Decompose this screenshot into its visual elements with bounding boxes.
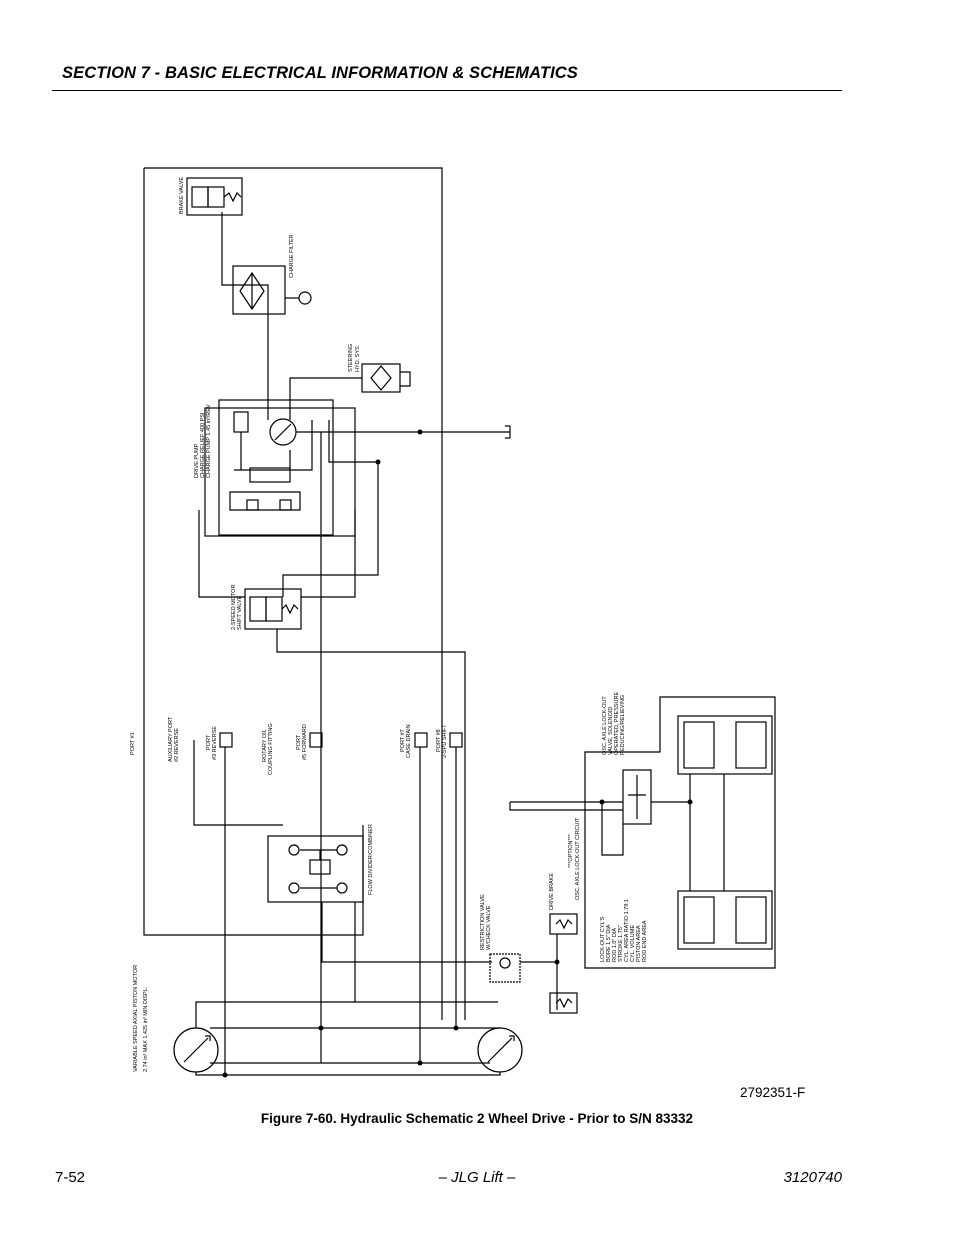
optional-circuit-border: [584, 696, 776, 969]
label-two-speed-1: 2-SPEED MOTOR: [231, 585, 237, 630]
label-charge-filter: CHARGE FILTER: [289, 234, 295, 278]
label-steering-1: STEERING: [348, 344, 354, 372]
label-rotary-1: ROTARY OIL: [262, 729, 268, 762]
drive-brake-lower: [549, 992, 578, 1014]
label-two-speed-2: SHIFT VALVE: [237, 595, 243, 630]
port-8: [449, 732, 463, 748]
footer-brand: – JLG Lift –: [438, 1169, 516, 1186]
document-number: 3120740: [783, 1169, 842, 1186]
page-number: 7-52: [55, 1169, 86, 1186]
label-drive-pump-2: CHARGE RELIEF 400 PSI: [200, 412, 206, 478]
lockout-valve: [622, 769, 652, 825]
label-drive-pump-3: CHARGE PUMP 1.45 in³/REV: [206, 404, 212, 478]
flow-divider: [267, 835, 364, 903]
label-steering-2: HYD. SYS.: [355, 344, 361, 372]
label-lockout-cyl-3: ROD 1.0" DIA: [612, 928, 618, 962]
two-speed-shift-valve: [244, 588, 302, 630]
label-port-1: PORT #1: [130, 732, 136, 755]
label-drive-pump-1: DRIVE PUMP: [194, 443, 200, 478]
label-lockout-4: REDUCING/RELIEVING: [620, 695, 626, 755]
label-lockout-cyl-5: CYL. AREA RATIO 1.79:1: [624, 899, 630, 962]
section-title: SECTION 7 - BASIC ELECTRICAL INFORMATION…: [62, 64, 578, 82]
label-option-2: OSC. AXLE LOCK-OUT CIRCUIT: [575, 817, 581, 900]
label-port-5-1: PORT: [296, 734, 302, 750]
label-lockout-cyl-7: PISTON AREA: [636, 925, 642, 962]
lockout-cylinder-upper: [677, 715, 773, 775]
label-port-7-1: PORT #7: [400, 729, 406, 752]
label-lockout-3: OPERATED, PRESSURE: [614, 692, 620, 755]
pressure-gauge: [298, 291, 312, 305]
label-flow-divider: FLOW DIVIDER/COMBINER: [368, 824, 374, 895]
drawing-number: 2792351-F: [740, 1085, 806, 1100]
label-port-3-1: PORT: [206, 734, 212, 750]
label-brake-valve: BRAKE VALVE: [179, 177, 185, 214]
label-drive-brake: DRIVE BRAKE: [549, 873, 555, 910]
charge-filter: [232, 265, 286, 315]
port-7: [414, 732, 428, 748]
port-5: [309, 732, 323, 748]
label-lockout-2: VALVE, SOLENOID: [608, 707, 614, 755]
header-rule: [52, 90, 842, 91]
label-lockout-cyl-8: ROD END AREA: [642, 920, 648, 962]
lockout-cylinder-lower: [677, 890, 773, 950]
label-lockout-cyl-1: LOCK-OUT CYL'S: [600, 916, 606, 962]
brake-return-line: [221, 212, 257, 286]
drive-brake-upper: [549, 913, 578, 935]
label-restriction-1: RESTRICTION VALVE: [480, 894, 486, 950]
port-3: [219, 732, 233, 748]
label-aux-port-2: #2 REVERSE: [174, 728, 180, 762]
label-port-3-2: #3 REVERSE: [212, 726, 218, 760]
label-option-1: ***OPTION***: [568, 833, 574, 868]
brake-valve: [186, 177, 243, 216]
steering-hyd-sys: [361, 363, 401, 393]
label-motor-1: VARIABLE SPEED AXIAL PISTON MOTOR: [133, 965, 139, 1072]
main-loop-line: [144, 167, 443, 1020]
drive-pump-box: [218, 399, 334, 536]
label-port-8-1: PORT #8: [436, 729, 442, 752]
label-port-5-2: #5 FORWARD: [302, 724, 308, 760]
restriction-valve: [489, 953, 521, 983]
label-lockout-cyl-2: BORE 1.5" DIA: [606, 924, 612, 962]
drive-loop-line: [198, 510, 245, 598]
label-rotary-2: COUPLING FITTING: [268, 723, 274, 775]
left-loop-line: [143, 168, 364, 936]
label-port-7-2: CASE DRAIN: [406, 724, 412, 758]
label-motor-2: 2.74 in³ MAX 1.425 in³ MIN DISPL.: [143, 986, 149, 1072]
label-lockout-cyl-6: CYL. VOLUME: [630, 925, 636, 962]
label-port-8-2: 2-SPD SHIFT: [442, 724, 448, 758]
figure-caption: Figure 7-60. Hydraulic Schematic 2 Wheel…: [260, 1111, 694, 1126]
label-lockout-cyl-4: STROKE 1.75": [618, 925, 624, 962]
label-lockout-1: OSC. AXLE LOCK-OUT: [602, 696, 608, 755]
label-aux-port-1: AUXILIARY PORT: [168, 716, 174, 762]
label-restriction-2: W/CHECK VALVE: [486, 905, 492, 950]
